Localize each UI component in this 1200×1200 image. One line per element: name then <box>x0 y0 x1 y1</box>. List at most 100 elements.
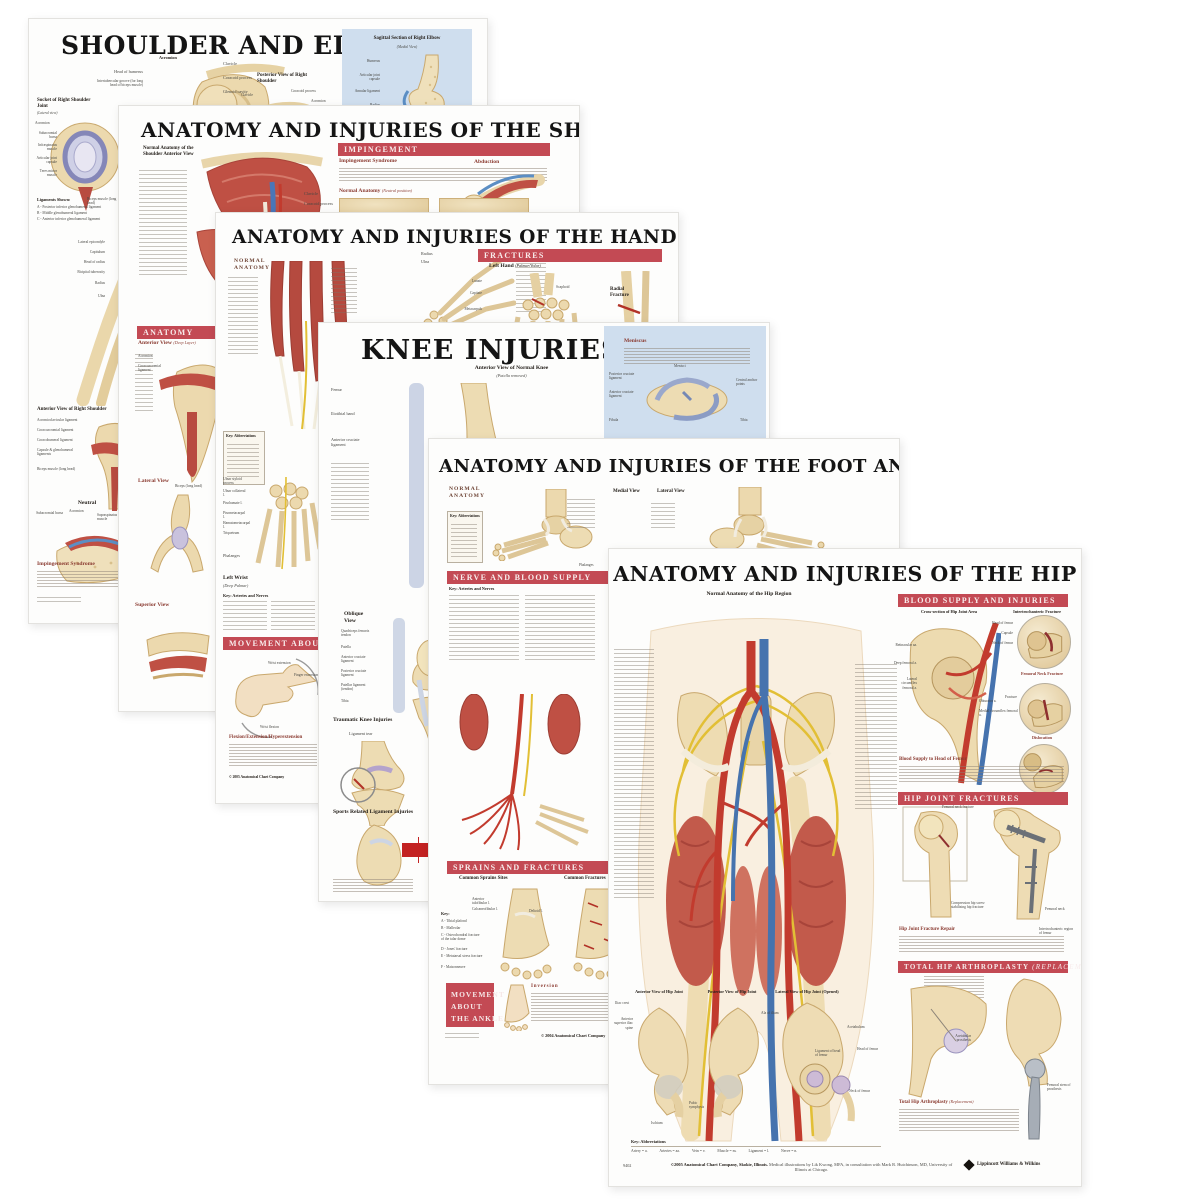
label-humerus: Humerus <box>366 59 380 63</box>
fracture-key-e: E - Metatarsal stress fracture <box>441 954 483 958</box>
arm-label-1: Capitulum <box>89 250 105 254</box>
medial-view-label: Medial View <box>613 489 640 494</box>
label-lines-sim <box>651 503 675 529</box>
socket-label-3: Articular joint capsule <box>36 156 57 165</box>
deep-wrist-drawing <box>255 476 323 570</box>
label-coracoid-2: Coracoid process <box>291 89 316 93</box>
sports-injury-drawing-1 <box>356 824 419 886</box>
repair-label-0: Femoral neck fracture <box>942 805 974 809</box>
anterior-hip-drawing <box>638 1007 689 1118</box>
label-coracoid-process: Coracoid process <box>304 201 333 206</box>
bone-label-phalanges: Phalanges <box>579 563 594 567</box>
intertrochanteric-heading: Intertrochanteric Fracture <box>1013 609 1061 614</box>
arm-label-4: Radius <box>95 281 105 285</box>
meniscus-label-tibia: Tibia <box>740 418 748 422</box>
arm-label-5: Ulna <box>98 294 105 298</box>
lateral-view-label: Lateral View <box>657 489 685 494</box>
circle-label-1: Capsule <box>1001 631 1013 635</box>
intertrochanteric-fracture-figure <box>1017 615 1071 669</box>
lateral-view-illustration <box>143 490 213 575</box>
label-clavicle-2: Clavicle <box>241 93 253 97</box>
movement-line-2: THE ANKLE <box>451 1014 504 1023</box>
fracture-label-1: Capitate <box>470 291 482 295</box>
posterior-hip-drawing <box>708 1007 759 1118</box>
pointing-hand-drawing <box>235 658 319 739</box>
oblique-label-5: Tibia <box>341 699 349 703</box>
anterior-label-3: Capsule & glenohumeral ligaments <box>37 448 73 457</box>
text-lines-sim <box>271 601 315 633</box>
view-label-7: Neck of femur <box>849 1089 870 1093</box>
abbrev-2: Vein = v. <box>691 1149 706 1153</box>
arm-label-2: Head of radius <box>83 260 105 264</box>
movement-label-2: Wrist flexion <box>260 725 279 729</box>
abbreviation-key-box: Key: Abbreviations <box>447 511 483 563</box>
arthroplasty-bar-italic: (REPLACEMENT) <box>1032 963 1082 971</box>
abbreviation-key-box: Key: Abbreviations <box>223 431 265 485</box>
blood-supply-section-bar: BLOOD SUPPLY AND INJURIES <box>898 594 1068 607</box>
neutral-label-2: Supraspinatus tendon & muscle <box>97 513 132 522</box>
traumatic-knee-1 <box>334 741 419 826</box>
text-lines-sim <box>229 744 317 766</box>
repair-drawing-2 <box>993 807 1061 920</box>
label-acromion: Acromion <box>159 55 177 60</box>
abbreviation-row: Artery = a. Arteries = aa. Vein = v. Mus… <box>631 1149 797 1153</box>
sprain-label-2: Deltoid l. <box>529 909 543 913</box>
neutral-subtitle-text: (Neutral position) <box>381 188 413 193</box>
lateral-view-heading: Lateral View <box>138 478 169 484</box>
copyright: © 2004 Anatomical Chart Company <box>541 1033 606 1038</box>
circle-label-0: Head of femur <box>992 621 1013 625</box>
superior-view-drawing <box>146 632 210 680</box>
label-annular-ligament: Annular ligament <box>354 89 380 93</box>
key-abbrev-heading: Key: Abbreviations <box>631 1139 666 1144</box>
text-lines-sim <box>339 168 547 181</box>
ligament-tear-label: Ligament tear <box>349 731 373 736</box>
text-lines-sim <box>37 571 137 589</box>
text-lines-sim <box>899 936 1064 954</box>
ligament-c: C - Anterior inferior glenohumeral ligam… <box>37 217 101 221</box>
lateral-view-drawing <box>150 494 204 573</box>
view-label-4: Ala of ilium <box>761 1011 779 1015</box>
blood-supply-heading: Blood Supply to Head of Femur <box>899 757 967 762</box>
socket-heading: Socket of Right Shoulder Joint <box>37 98 91 110</box>
total-heading-sub: (Replacement) <box>949 1099 974 1104</box>
nerve-supply-drawing <box>459 694 589 851</box>
deep-wrist-illustration <box>242 471 327 571</box>
arthroplasty-section-bar: TOTAL HIP ARTHROPLASTY (REPLACEMENT) <box>898 961 1081 973</box>
sprain-foot-illustration <box>491 887 556 987</box>
text-lines-sim <box>37 597 81 605</box>
label-acromion-2: Acromion <box>311 99 326 103</box>
femoral-neck-drawing <box>1027 699 1063 727</box>
publisher-logo-icon <box>963 1159 975 1171</box>
view-label-5: Acetabulum <box>847 1025 865 1029</box>
repair-label-2: Femoral neck <box>1045 907 1065 911</box>
neutral-label-1: Acromion <box>69 509 84 513</box>
meniscus-label-acl: Anterior cruciate ligament <box>609 390 634 399</box>
cross-section-heading: Cross-section of Hip Joint Area <box>921 609 977 614</box>
traumatic-heading: Traumatic Knee Injuries <box>333 717 393 723</box>
label-lines-sim <box>228 277 258 355</box>
fracture-key-f: F - Maisonneuve <box>441 965 466 969</box>
total-arthroplasty-heading: Total Hip Arthroplasty (Replacement) <box>899 1099 974 1106</box>
sprain-foot-drawing <box>500 888 552 980</box>
poster-title: KNEE INJURIES <box>361 335 622 366</box>
arthroplasty-bar-text: TOTAL HIP ARTHROPLASTY <box>904 963 1030 971</box>
forearm-muscles-drawing <box>270 261 349 430</box>
left-wrist-heading: Left Wrist <box>223 575 248 581</box>
sprain-label-0: Anterior talofibular l. <box>472 897 490 906</box>
oblique-heading: Oblique View <box>344 611 364 624</box>
text-lines-sim <box>451 524 477 558</box>
wrist-label-4: Hamatometacarpal l. <box>223 521 251 530</box>
view-label-8: Ligament of head of femur <box>815 1049 841 1058</box>
arthroplasty-drawing-2 <box>1006 978 1062 1140</box>
ligament-b: B - Middle glenohumeral ligament <box>37 211 87 215</box>
sports-heading: Sports Related Ligament Injuries <box>333 809 414 815</box>
fracture-key-d: D - Jones' fracture <box>441 947 468 951</box>
deep-label-0: Acromion <box>138 354 153 358</box>
copyright-rest: Medical illustrations by Lik Kwong, MFA,… <box>769 1162 953 1172</box>
posterior-view-heading: Posterior View of Hip Joint <box>707 989 757 994</box>
vessel-label-0: Retinacular aa. <box>895 643 917 647</box>
inversion-foot-illustration <box>499 983 533 1031</box>
meniscus-label-pcl: Posterior cruciate ligament <box>609 372 635 381</box>
neutral-heading-text: Normal Anatomy <box>339 188 381 194</box>
impingement-heading: Impingement Syndrome <box>37 561 95 567</box>
